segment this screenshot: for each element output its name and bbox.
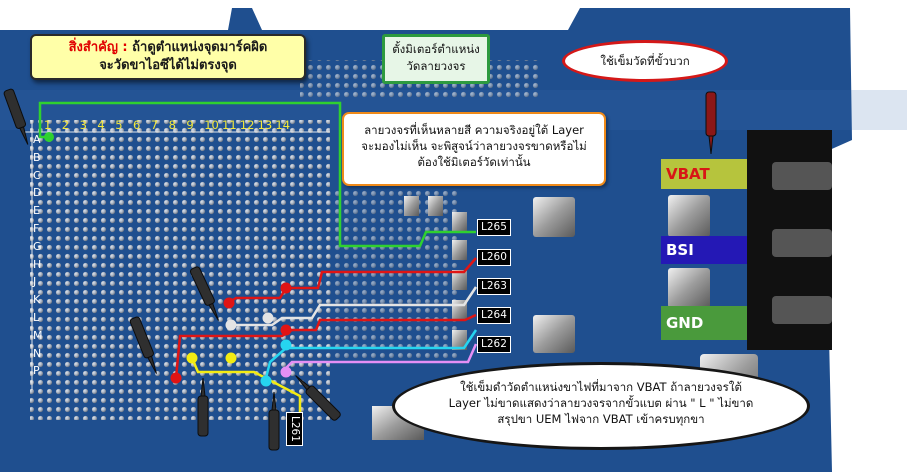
battery-connector <box>747 130 832 350</box>
grid-row-label: P <box>33 364 40 378</box>
grid-row-label: E <box>33 204 40 218</box>
vbat-note-line3: สรุปขา UEM ไฟจาก VBAT เข้าครบทุกขา <box>497 412 705 426</box>
coil-label-l261: L261 <box>286 412 303 446</box>
grid-column-label: 6 <box>133 118 141 132</box>
coil-label-l260: L260 <box>477 249 511 266</box>
grid-row-label: C <box>33 168 41 182</box>
trace-red-lower <box>174 313 477 379</box>
meter-position-line1: ตั้งมิเตอร์ตำแหน่ง <box>392 42 480 56</box>
layer-note-line3: ต้องใช้มิเตอร์วัดเท่านั้น <box>417 155 531 169</box>
important-note: สิ่งสำคัญ : ถ้าดูตำแหน่งจุดมาร์คผิด จะวั… <box>30 34 306 80</box>
grid-column-label: 12 <box>239 118 255 132</box>
grid-lines <box>22 120 330 390</box>
positive-probe-note: ใช้เข็มวัดที่ขั้วบวก <box>562 40 728 82</box>
grid-column-label: 13 <box>257 118 273 132</box>
grid-column-label: 5 <box>115 118 123 132</box>
vbat-label: VBAT <box>661 159 747 189</box>
grid-row-label: G <box>33 239 42 253</box>
grid-row-label: L <box>33 311 40 324</box>
layer-note-line2: จะมองไม่เห็น จะพิสูจน์ว่าลายวงจรขาดหรือไ… <box>361 139 587 153</box>
positive-probe-text: ใช้เข็มวัดที่ขั้วบวก <box>600 54 690 68</box>
grid-column-label: 3 <box>79 118 87 132</box>
grid-row-label: A <box>33 133 41 146</box>
grid-row-label: N <box>33 346 42 360</box>
grid-row-label: D <box>33 186 42 200</box>
trace-green <box>38 101 476 248</box>
coil-label-l264: L264 <box>477 307 511 324</box>
grid-row-label: J <box>33 275 37 289</box>
grid-column-label: 11 <box>222 118 237 132</box>
layer-note-line1: ลายวงจรที่เห็นหลายสี ความจริงอยู่ใต้ Lay… <box>364 123 584 137</box>
vbat-note-line2: Layer ไม่ขาดแสดงว่าลายวงจรจากขั้วแบต ผ่า… <box>448 396 754 410</box>
grid-column-label: 14 <box>275 118 291 132</box>
marker-dots <box>44 132 292 387</box>
important-text-1: ถ้าดูตำแหน่งจุดมาร์คผิด <box>132 40 268 55</box>
grid-column-label: 2 <box>61 118 70 132</box>
coil-label-l263: L263 <box>477 278 511 295</box>
grid-column-label: 7 <box>150 118 159 132</box>
meter-position-note: ตั้งมิเตอร์ตำแหน่ง วัดลายวงจร <box>382 34 490 84</box>
important-prefix: สิ่งสำคัญ : <box>68 40 128 55</box>
probe-needles <box>3 88 717 451</box>
grid-row-label: B <box>33 150 41 164</box>
grid-column-label: 9 <box>186 118 194 132</box>
grid-row-label: M <box>33 328 43 342</box>
coil-label-l265: L265 <box>477 219 511 236</box>
trace-red-upper <box>227 257 477 305</box>
layer-note: ลายวงจรที่เห็นหลายสี ความจริงอยู่ใต้ Lay… <box>342 112 606 186</box>
meter-position-line2: วัดลายวงจร <box>406 59 466 73</box>
vbat-note: ใช้เข็มดำวัดตำแหน่งขาไฟที่มาจาก VBAT ถ้า… <box>392 362 810 450</box>
trace-yellow <box>190 357 302 420</box>
grid-row-label: K <box>33 293 41 307</box>
gnd-label: GND <box>661 306 747 340</box>
grid-column-label: 10 <box>204 118 219 132</box>
grid-column-label: 4 <box>97 118 105 132</box>
coil-label-l262: L262 <box>477 336 511 353</box>
grid-row-label: H <box>33 257 42 271</box>
traces <box>38 101 478 420</box>
important-text-2: จะวัดขาไอซีได้ไม่ตรงจุด <box>99 58 237 73</box>
grid-row-label: F <box>33 222 40 235</box>
grid-column-label: 1 <box>44 118 52 132</box>
bsi-label: BSI <box>661 236 747 264</box>
ball-grid-area <box>30 120 330 420</box>
ball-grid-area-right <box>330 190 460 360</box>
trace-white <box>230 286 478 327</box>
vbat-note-line1: ใช้เข็มดำวัดตำแหน่งขาไฟที่มาจาก VBAT ถ้า… <box>460 380 742 394</box>
grid-column-label: 8 <box>168 118 176 132</box>
